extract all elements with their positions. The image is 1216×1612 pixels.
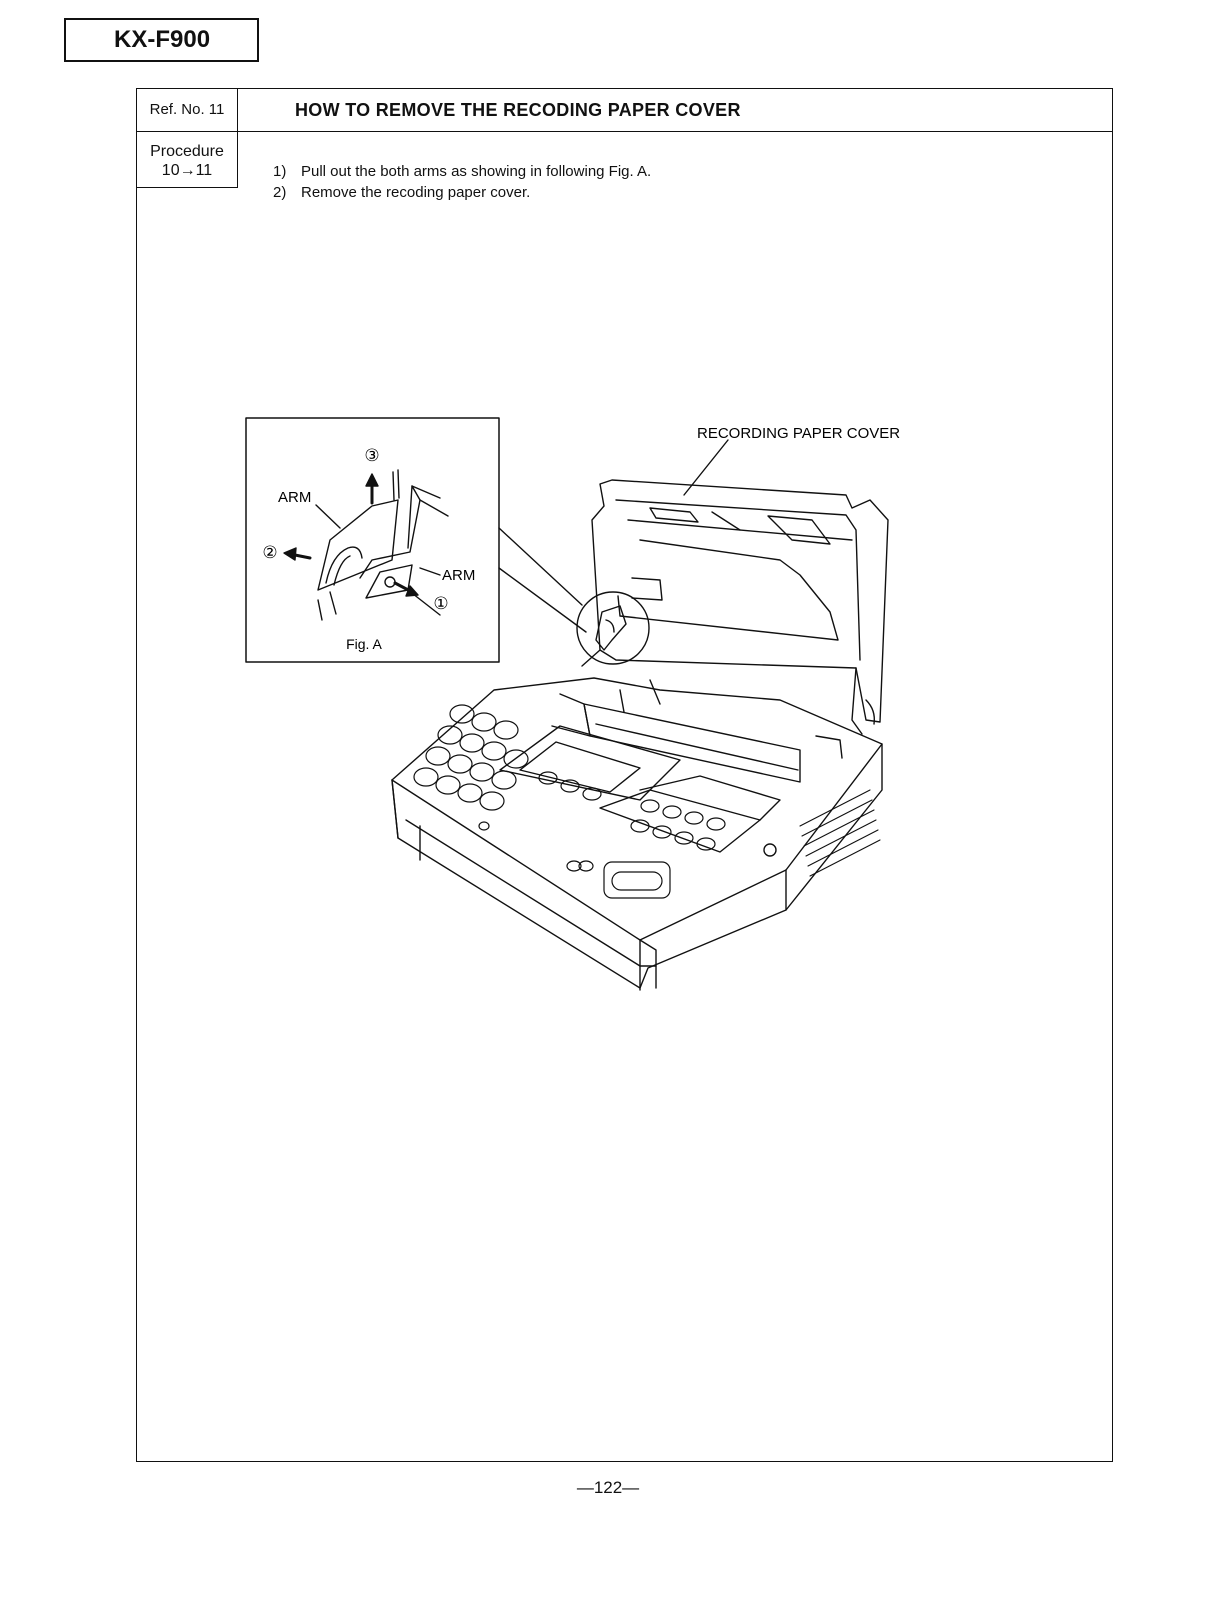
procedure-frame: Ref. No. 11 HOW TO REMOVE THE RECODING P… — [136, 88, 1113, 1462]
magnify-circle — [576, 591, 650, 665]
arm-label-top: ARM — [278, 489, 311, 506]
step-marker-1: ① — [433, 594, 448, 613]
figure-inset-box — [245, 417, 500, 663]
procedure-cell: Procedure 10→11 — [137, 132, 238, 188]
model-label: KX-F900 — [64, 18, 259, 62]
ref-number: Ref. No. 11 — [137, 89, 238, 131]
arm-label-right: ARM — [442, 567, 475, 584]
step-marker-2: ② — [262, 543, 277, 562]
step-item: 1)Pull out the both arms as showing in f… — [273, 163, 652, 180]
cover-callout-label: RECORDING PAPER COVER — [697, 425, 900, 442]
figure-caption: Fig. A — [346, 636, 382, 652]
step-list: 1)Pull out the both arms as showing in f… — [273, 161, 651, 203]
page-number: —122— — [576, 1478, 640, 1497]
procedure-label: Procedure — [150, 143, 224, 160]
procedure-range: 10→11 — [161, 162, 213, 179]
header-row: Ref. No. 11 HOW TO REMOVE THE RECODING P… — [137, 89, 1112, 132]
step-marker-3: ③ — [364, 446, 379, 465]
procedure-title: HOW TO REMOVE THE RECODING PAPER COVER — [295, 100, 741, 120]
step-item: 2)Remove the recoding paper cover. — [273, 184, 531, 201]
